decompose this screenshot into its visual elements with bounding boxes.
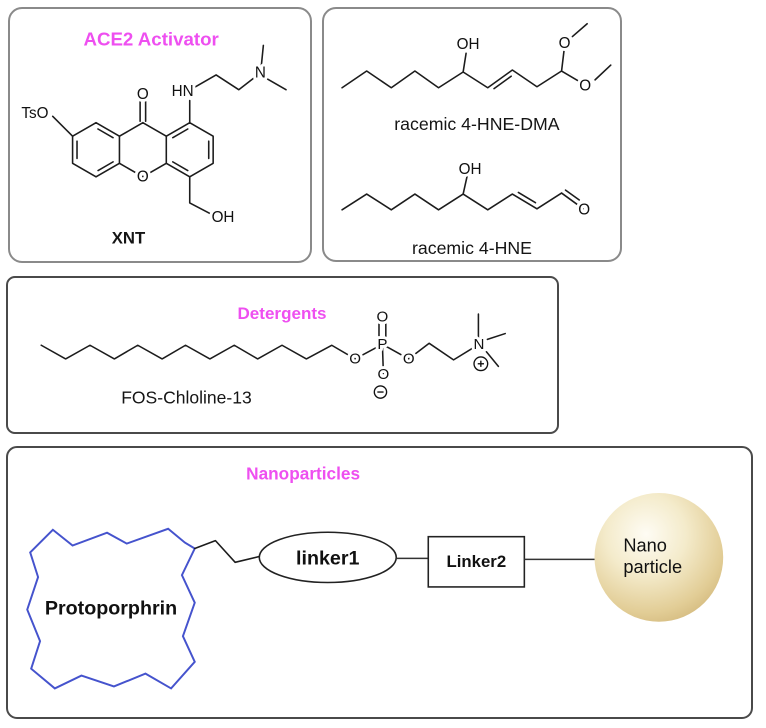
panel-nanoparticles: Nanoparticles Protoporphrin linker1 Link… (6, 446, 753, 719)
nanoparticle-label-line2: particle (623, 557, 682, 577)
hne-oh-bond (462, 175, 468, 195)
nanoparticle-scheme-drawing: Nanoparticles Protoporphrin linker1 Link… (26, 464, 724, 690)
xnt-structure-drawing: TsO O HN N O OH ACE2 Activator XNT (18, 28, 287, 247)
ring-o-label: O (137, 168, 149, 185)
hne-aldehyde-bonds (560, 189, 585, 210)
ace2-panel-title: ACE2 Activator (83, 28, 218, 49)
hne-structure: OH O racemic 4-HNE (341, 158, 593, 258)
aminoethyl-chain (188, 44, 287, 124)
nanoparticle-label-line1: Nano (623, 535, 667, 555)
tosyloxy-label: TsO (21, 105, 48, 122)
fos-choline-caption: FOS-Chloline-13 (121, 388, 252, 408)
panel-detergents: O P O O O N Detergents FOS-Chloline-13 (6, 276, 559, 434)
phosphate-bonds (354, 322, 410, 375)
bridge-o-label: O (403, 350, 415, 367)
protoporphrin-polygon (26, 527, 197, 690)
dimethylamino-n-label: N (255, 64, 266, 81)
hne-carbon-chain (341, 192, 563, 211)
panel-ace2-activator: TsO O HN N O OH ACE2 Activator XNT (8, 7, 312, 263)
xnt-center-ring (118, 121, 168, 178)
ammonium-n-label: N (473, 336, 484, 353)
xnt-left-ring (71, 121, 121, 178)
hne-structures-drawing: OH O O racemic 4-HNE-DMA OH O racemic 4-… (341, 22, 612, 258)
tridecyl-chain (40, 344, 356, 360)
detergents-panel-title: Detergents (237, 304, 326, 323)
linker1-label: linker1 (296, 547, 360, 569)
hne-double-bond-inner (517, 191, 537, 204)
xnt-right-ring (165, 121, 214, 178)
nanoparticles-panel-title: Nanoparticles (246, 464, 360, 484)
alkyl-o-label: O (349, 350, 361, 367)
panel-hne-compounds: OH O O racemic 4-HNE-DMA OH O racemic 4-… (322, 7, 622, 262)
xnt-xanthone-skeleton (51, 44, 287, 217)
negative-charge-icon (373, 385, 388, 399)
protoporphrin-label: Protoporphrin (45, 598, 177, 620)
hydroxyl-label: OH (212, 209, 235, 226)
anionic-o-label: O (378, 366, 390, 383)
nanoparticle-sphere (594, 493, 724, 622)
choline-ethylene-bonds (407, 342, 480, 361)
linker2-box (427, 535, 526, 588)
xnt-compound-label: XNT (112, 228, 146, 247)
protoporphrin-linker-bond (193, 539, 261, 564)
hne-dma-structure: OH O O racemic 4-HNE-DMA (341, 22, 612, 134)
carbonyl-double-bond (139, 100, 147, 123)
linker1-ellipse (258, 531, 398, 584)
dma-carbon-chain (341, 69, 563, 89)
dma-oh-label: OH (457, 36, 480, 53)
amine-hn-label: HN (172, 83, 194, 100)
phosphorus-label: P (377, 336, 387, 353)
trimethyl-bonds (477, 313, 506, 368)
dma-acetal-bonds (560, 22, 612, 85)
dma-methoxy-bottom-o-label: O (579, 77, 591, 94)
fos-choline-drawing: O P O O O N Detergents FOS-Chloline-13 (40, 304, 506, 408)
dma-methoxy-top-o-label: O (559, 35, 571, 52)
dma-caption: racemic 4-HNE-DMA (394, 114, 559, 134)
hne-aldehyde-o-label: O (578, 201, 590, 218)
aromatic-inner-bonds (76, 128, 210, 172)
fos-choline-structure: O P O O O N (40, 306, 506, 399)
hydroxymethyl-bonds (188, 176, 215, 217)
dma-oh-bond (462, 52, 467, 73)
positive-charge-icon (473, 356, 489, 372)
phosphoryl-o-label: O (377, 308, 389, 325)
hne-caption: racemic 4-HNE (412, 238, 532, 258)
carbonyl-o-label: O (137, 86, 149, 103)
hne-oh-label: OH (459, 161, 482, 178)
linker2-label: Linker2 (447, 552, 507, 571)
dma-double-bond-inner (493, 75, 512, 90)
tosyloxy-bond (51, 115, 74, 138)
